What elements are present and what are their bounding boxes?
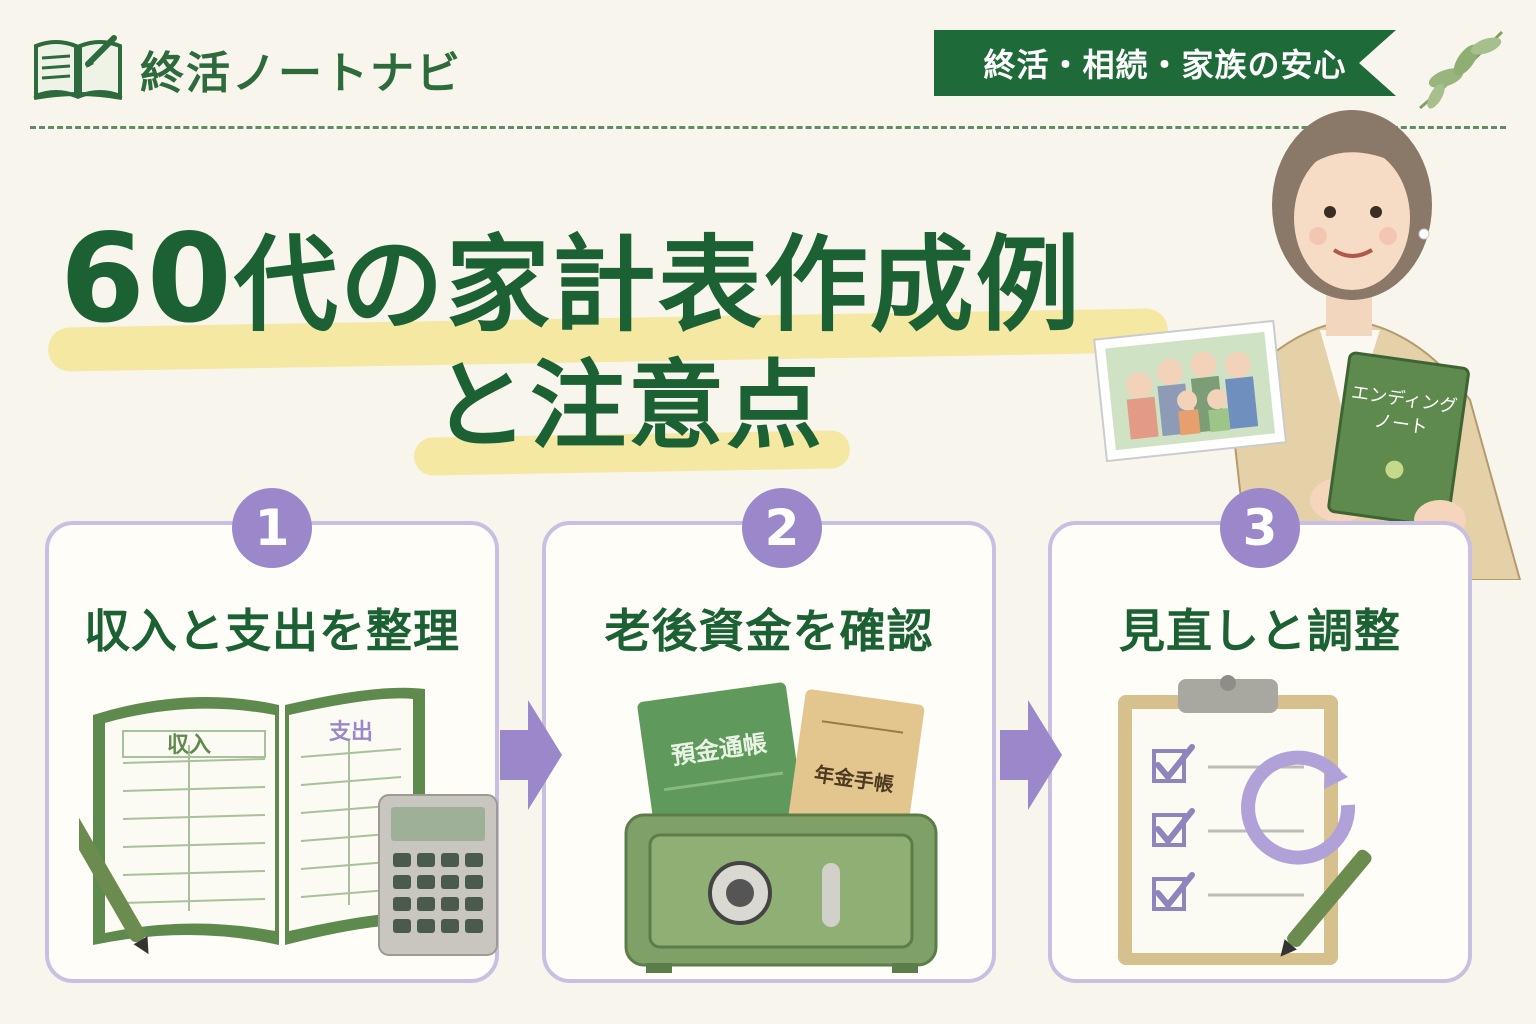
page-title-line-2: と注意点 (432, 350, 824, 462)
step-3-label: 見直しと調整 (1119, 604, 1401, 658)
step-1-label: 収入と支出を整理 (84, 604, 460, 658)
step-1-badge: 1 (232, 488, 312, 568)
step-card-1: 収入と支出を整理 収入 支出 (45, 521, 499, 983)
site-logo[interactable]: 終活ノートナビ (30, 34, 462, 104)
header-divider (30, 126, 1506, 129)
leaf-sprig-icon (1419, 30, 1504, 110)
title-text: 代の家計表作成例 (233, 224, 1082, 346)
ledger-notebook-illustration: 収入 支出 (79, 687, 498, 956)
page-title-line-1: 60代の家計表作成例 (60, 218, 1082, 340)
step-card-2: 老後資金を確認 預金通帳 年金手帳 (542, 521, 996, 983)
step-2-badge: 2 (742, 488, 822, 568)
clipboard-checklist-illustration (1118, 675, 1372, 965)
arrow-right-icon (1000, 700, 1062, 810)
title-number: 60 (60, 208, 234, 350)
advisor-illustration: エンディング ノート (1093, 110, 1522, 580)
arrow-right-icon (500, 700, 562, 810)
expense-header: 支出 (329, 720, 373, 745)
income-header: 収入 (167, 733, 211, 758)
open-book-pen-icon (33, 35, 123, 100)
step-3-badge: 3 (1220, 488, 1300, 568)
site-name: 終活ノートナビ (140, 48, 462, 99)
tagline-ribbon: 終活・相続・家族の安心 (934, 30, 1396, 96)
step-card-3: 見直しと調整 (1048, 521, 1472, 983)
step-2-label: 老後資金を確認 (604, 604, 934, 658)
safe-with-documents-illustration: 預金通帳 年金手帳 (624, 682, 938, 973)
